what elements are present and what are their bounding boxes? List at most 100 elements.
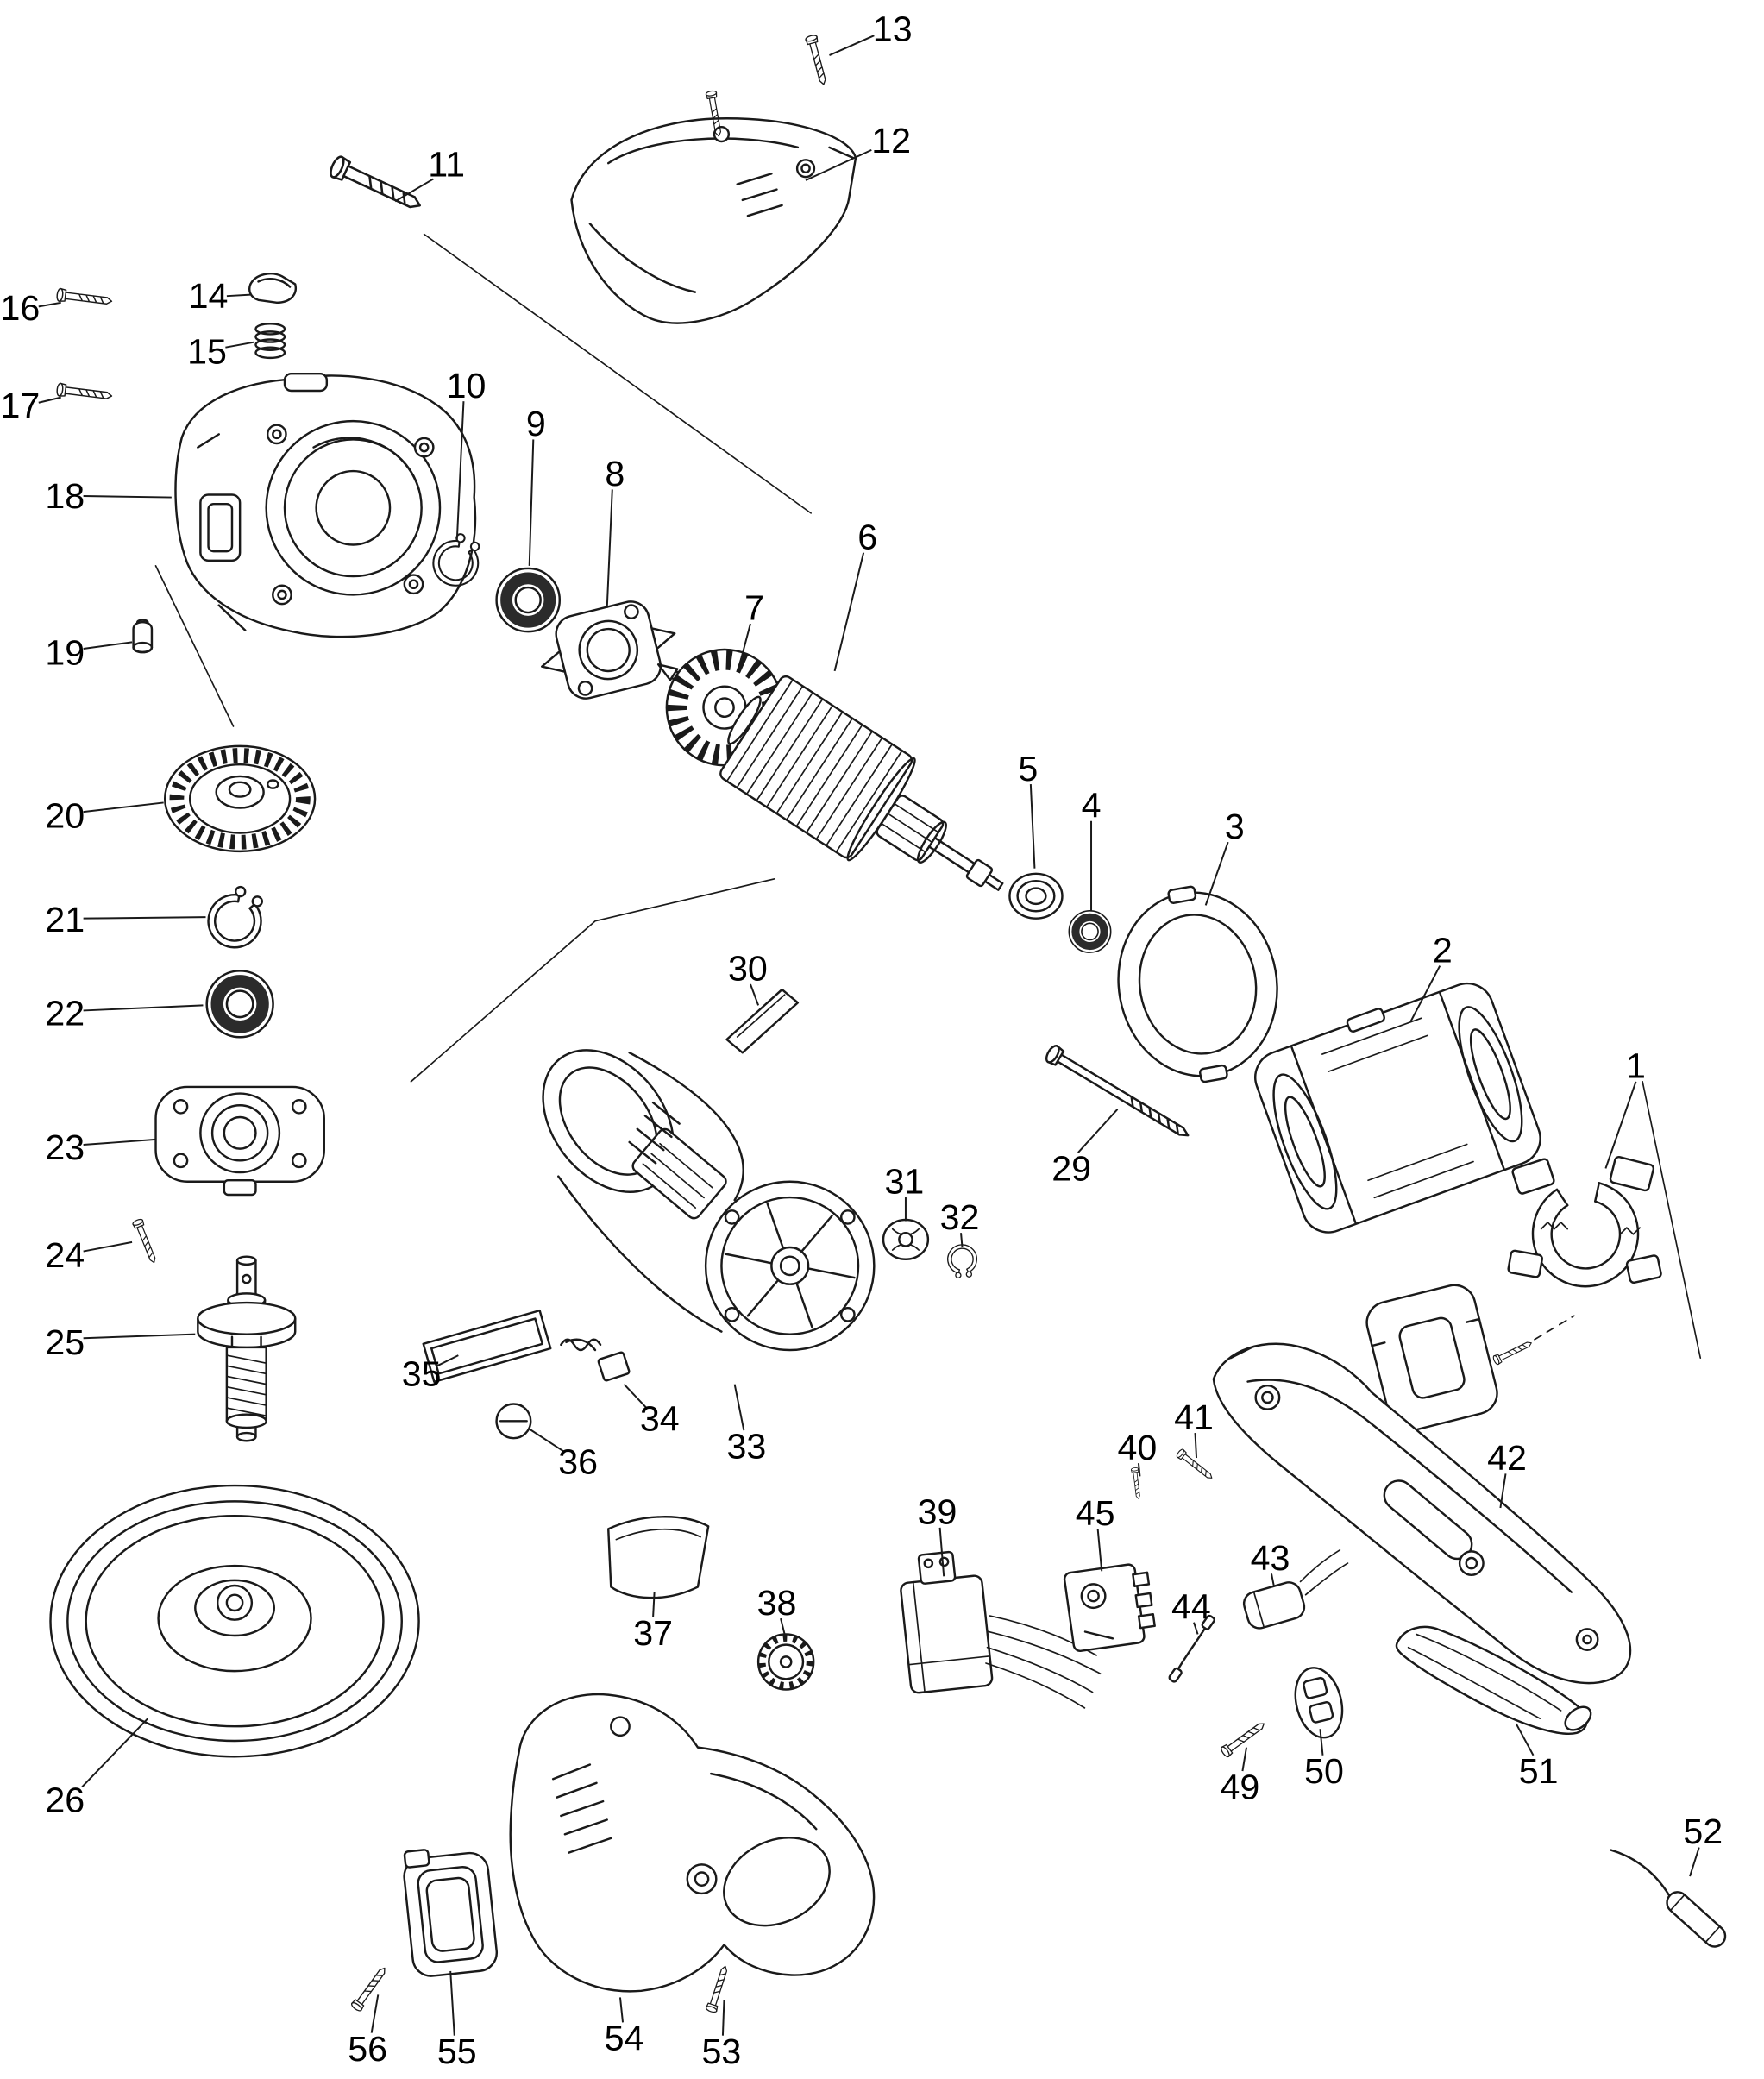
part-callout-40[interactable]: 40 (1118, 1428, 1158, 1477)
part-number-label[interactable]: 56 (348, 2029, 387, 2069)
part-number-label[interactable]: 41 (1174, 1398, 1214, 1437)
part-number-label[interactable]: 55 (437, 2032, 477, 2071)
part-callout-1[interactable]: 1 (1604, 1046, 1646, 1169)
part-number-label[interactable]: 53 (702, 2032, 742, 2071)
part-callout-33[interactable]: 33 (726, 1384, 766, 1467)
part-number-label[interactable]: 37 (633, 1613, 673, 1653)
part-callout-5[interactable]: 5 (1018, 749, 1038, 869)
part-callout-30[interactable]: 30 (728, 949, 768, 1006)
part-number-label[interactable]: 13 (873, 9, 913, 49)
part-number-label[interactable]: 1 (1626, 1046, 1646, 1086)
part-callout-39[interactable]: 39 (918, 1492, 957, 1577)
part-callout-2[interactable]: 2 (1409, 930, 1453, 1022)
part-number-label[interactable]: 34 (640, 1398, 680, 1438)
part-number-label[interactable]: 10 (447, 366, 487, 405)
part-number-label[interactable]: 45 (1076, 1493, 1115, 1533)
part-callout-34[interactable]: 34 (623, 1383, 680, 1439)
part-callout-31[interactable]: 31 (885, 1162, 925, 1222)
part-number-label[interactable]: 4 (1082, 785, 1102, 825)
part-number-label[interactable]: 51 (1519, 1751, 1559, 1791)
part-number-label[interactable]: 35 (402, 1354, 442, 1393)
part-number-label[interactable]: 16 (1, 288, 41, 328)
part-callout-45[interactable]: 45 (1076, 1493, 1115, 1572)
part-number-label[interactable]: 42 (1487, 1438, 1527, 1478)
part-callout-53[interactable]: 53 (702, 2000, 742, 2071)
part-callout-51[interactable]: 51 (1515, 1723, 1559, 1791)
part-number-label[interactable]: 21 (45, 900, 85, 939)
part-callout-4[interactable]: 4 (1082, 785, 1102, 911)
part-callout-37[interactable]: 37 (633, 1592, 673, 1653)
part-number-label[interactable]: 12 (871, 121, 911, 160)
part-number-label[interactable]: 18 (45, 476, 85, 516)
part-callout-25[interactable]: 25 (45, 1322, 196, 1362)
part-callout-29[interactable]: 29 (1051, 1109, 1119, 1189)
part-callout-15[interactable]: 15 (187, 331, 255, 371)
part-callout-54[interactable]: 54 (605, 1997, 644, 2058)
part-callout-11[interactable]: 11 (394, 145, 465, 203)
part-number-label[interactable]: 19 (45, 633, 85, 673)
part-number-label[interactable]: 54 (605, 2019, 644, 2058)
part-callout-17[interactable]: 17 (1, 386, 61, 425)
part-callout-49[interactable]: 49 (1220, 1747, 1259, 1807)
part-number-label[interactable]: 49 (1220, 1767, 1259, 1806)
part-callout-6[interactable]: 6 (833, 517, 878, 672)
part-callout-41[interactable]: 41 (1174, 1398, 1214, 1459)
part-callout-7[interactable]: 7 (738, 588, 764, 669)
part-callout-52[interactable]: 52 (1683, 1812, 1723, 1877)
part-number-label[interactable]: 31 (885, 1162, 925, 1202)
part-number-label[interactable]: 43 (1251, 1538, 1290, 1578)
part-callout-56[interactable]: 56 (348, 1994, 387, 2069)
part-number-label[interactable]: 22 (45, 993, 85, 1033)
part-callout-21[interactable]: 21 (45, 900, 206, 939)
part-number-label[interactable]: 7 (744, 588, 764, 628)
part-callout-24[interactable]: 24 (45, 1235, 133, 1275)
part-number-label[interactable]: 50 (1304, 1751, 1344, 1791)
part-number-label[interactable]: 8 (605, 454, 625, 493)
part-callout-38[interactable]: 38 (757, 1583, 797, 1635)
part-number-label[interactable]: 6 (857, 517, 877, 556)
part-callout-35[interactable]: 35 (402, 1354, 459, 1393)
part-number-label[interactable]: 24 (45, 1235, 85, 1275)
part-callout-12[interactable]: 12 (805, 121, 911, 181)
part-callout-26[interactable]: 26 (45, 1718, 149, 1820)
part-callout-23[interactable]: 23 (45, 1127, 156, 1167)
part-number-label[interactable]: 15 (187, 331, 227, 371)
part-number-label[interactable]: 32 (940, 1197, 980, 1237)
part-callout-50[interactable]: 50 (1304, 1729, 1344, 1791)
part-callout-16[interactable]: 16 (1, 288, 61, 328)
part-callout-10[interactable]: 10 (447, 366, 487, 540)
part-callout-43[interactable]: 43 (1251, 1538, 1290, 1587)
part-callout-14[interactable]: 14 (189, 276, 251, 316)
part-number-label[interactable]: 39 (918, 1492, 957, 1532)
part-callout-9[interactable]: 9 (526, 404, 546, 566)
part-number-label[interactable]: 11 (428, 145, 465, 185)
part-callout-19[interactable]: 19 (45, 633, 133, 673)
part-callout-13[interactable]: 13 (829, 9, 913, 56)
part-number-label[interactable]: 14 (189, 276, 229, 316)
part-number-label[interactable]: 52 (1683, 1812, 1723, 1851)
part-callout-42[interactable]: 42 (1487, 1438, 1527, 1509)
part-number-label[interactable]: 17 (1, 386, 41, 425)
part-callout-8[interactable]: 8 (605, 454, 625, 608)
part-callout-32[interactable]: 32 (940, 1197, 980, 1248)
part-callout-22[interactable]: 22 (45, 993, 204, 1033)
part-number-label[interactable]: 5 (1018, 749, 1038, 788)
part-callout-44[interactable]: 44 (1171, 1586, 1211, 1635)
part-number-label[interactable]: 26 (45, 1781, 85, 1820)
part-number-label[interactable]: 44 (1171, 1586, 1211, 1626)
part-number-label[interactable]: 9 (526, 404, 546, 443)
part-number-label[interactable]: 3 (1225, 807, 1245, 846)
part-number-label[interactable]: 2 (1433, 930, 1453, 970)
part-number-label[interactable]: 25 (45, 1322, 85, 1362)
part-callout-55[interactable]: 55 (437, 1970, 477, 2071)
part-number-label[interactable]: 20 (45, 796, 85, 836)
part-number-label[interactable]: 29 (1051, 1148, 1091, 1188)
part-number-label[interactable]: 38 (757, 1583, 797, 1623)
part-callout-18[interactable]: 18 (45, 476, 172, 516)
part-number-label[interactable]: 30 (728, 949, 768, 989)
part-number-label[interactable]: 40 (1118, 1428, 1158, 1467)
part-callout-20[interactable]: 20 (45, 796, 164, 836)
part-number-label[interactable]: 23 (45, 1127, 85, 1167)
part-callout-3[interactable]: 3 (1204, 807, 1245, 906)
part-number-label[interactable]: 36 (558, 1442, 598, 1482)
